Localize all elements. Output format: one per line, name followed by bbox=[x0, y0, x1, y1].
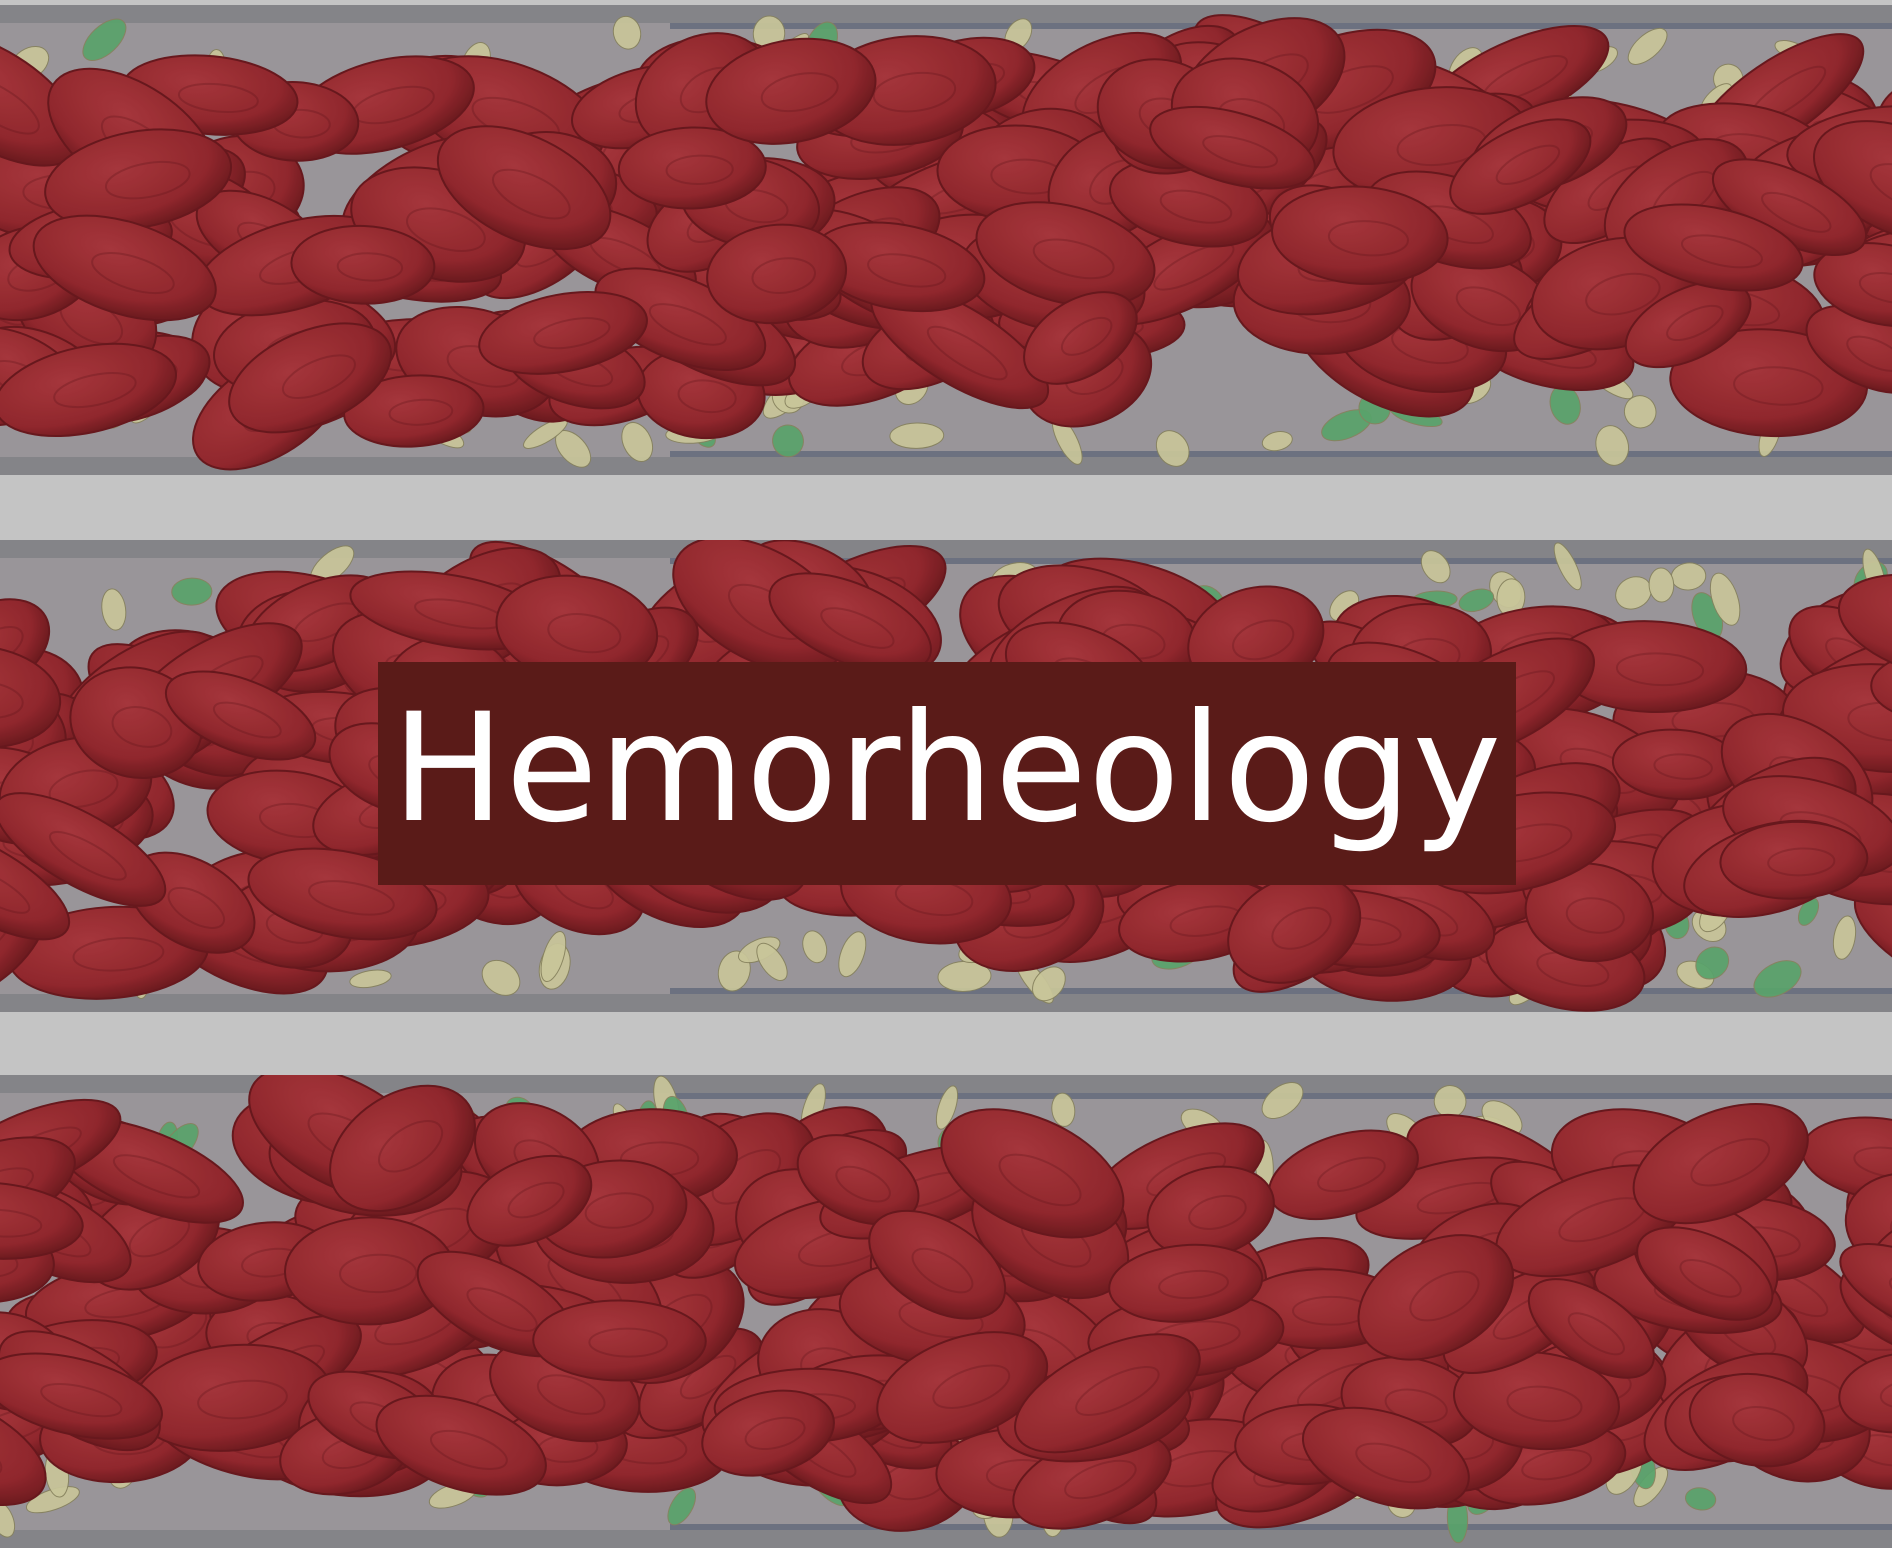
title-banner: Hemorheology bbox=[378, 662, 1516, 885]
title-text: Hemorheology bbox=[391, 681, 1503, 856]
top-vessel bbox=[0, 5, 1892, 475]
vessel-drawing bbox=[0, 5, 1892, 475]
vessel-drawing bbox=[0, 1075, 1892, 1548]
bottom-vessel bbox=[0, 1075, 1892, 1548]
